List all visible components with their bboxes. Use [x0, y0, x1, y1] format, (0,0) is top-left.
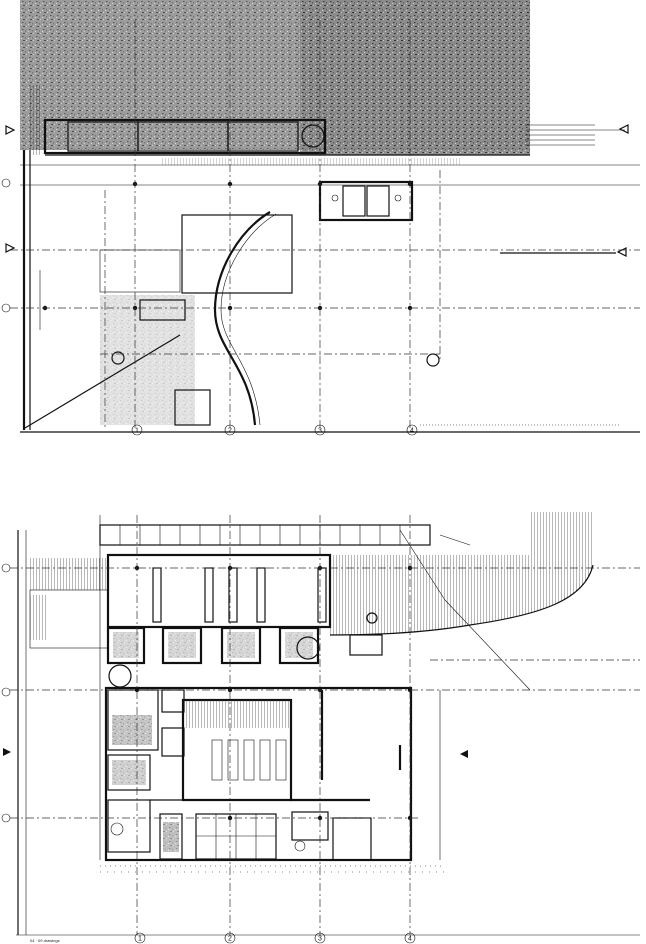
svg-text:4: 4	[408, 936, 412, 943]
lower-floor-plan: 1 2 3 4 04 · 09 drawings	[2, 512, 640, 943]
svg-text:2: 2	[228, 936, 232, 943]
svg-text:3: 3	[318, 428, 322, 435]
upper-curved-wall	[215, 212, 270, 425]
lower-bottom-rooms	[160, 812, 371, 860]
svg-text:1: 1	[135, 428, 139, 435]
svg-text:3: 3	[318, 936, 322, 943]
upper-scan-debris	[100, 295, 195, 425]
upper-terrace-hatch	[160, 158, 460, 165]
lower-toilet-row	[108, 628, 318, 663]
lower-top-strip	[100, 525, 430, 545]
upper-columns	[43, 182, 412, 310]
upper-right-steps	[525, 125, 625, 145]
lower-left-hatch-terrace	[30, 558, 108, 590]
svg-text:2: 2	[228, 428, 232, 435]
upper-central-room	[182, 215, 292, 293]
upper-site-noise-band	[300, 0, 530, 155]
upper-grid-bubble-1: 1	[132, 425, 142, 435]
svg-text:1: 1	[138, 936, 142, 943]
lower-spiral-stair-left	[109, 665, 131, 687]
lower-classrooms-band	[108, 555, 330, 627]
upper-left-stair	[30, 85, 42, 155]
lower-right-hatch-terrace	[330, 512, 593, 635]
upper-floor-plan: 1 2 3 4	[2, 0, 640, 435]
upper-grid-bubble-4: 4	[407, 425, 417, 435]
sheet-stamp: 04 · 09 drawings	[30, 938, 60, 943]
svg-text:4: 4	[410, 428, 414, 435]
lower-left-stair	[30, 595, 48, 640]
lower-grid-bubble-1: 1	[135, 933, 145, 943]
